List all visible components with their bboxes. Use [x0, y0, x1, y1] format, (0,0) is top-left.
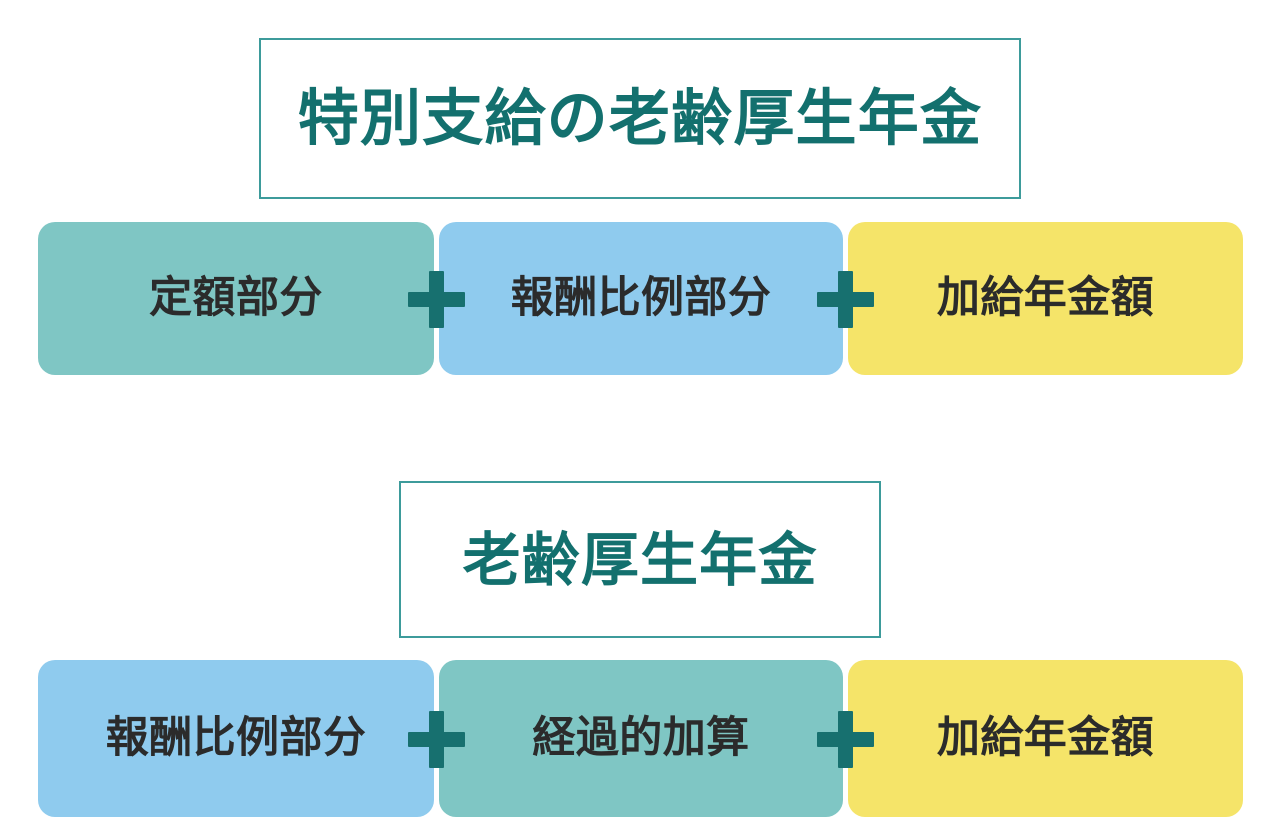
component-box-earnings-related-portion: 報酬比例部分	[439, 222, 843, 375]
plus-icon	[408, 660, 465, 817]
component-box-fixed-amount-portion: 定額部分	[38, 222, 434, 375]
component-row-2: 報酬比例部分 経過的加算 加給年金額	[38, 660, 1243, 817]
plus-icon-vertical-bar	[838, 710, 853, 768]
component-label: 加給年金額	[936, 713, 1155, 763]
plus-icon-vertical-bar	[838, 270, 853, 328]
section-title-text: 特別支給の老齢厚生年金	[297, 83, 983, 154]
component-box-earnings-related-portion: 報酬比例部分	[38, 660, 434, 817]
component-row-1: 定額部分 報酬比例部分 加給年金額	[38, 222, 1243, 375]
component-box-additional-pension-amount: 加給年金額	[848, 222, 1243, 375]
plus-icon-vertical-bar	[429, 270, 444, 328]
plus-icon	[817, 222, 874, 375]
plus-icon	[408, 222, 465, 375]
component-box-additional-pension-amount: 加給年金額	[848, 660, 1243, 817]
component-label: 加給年金額	[936, 273, 1155, 323]
component-box-transitional-addition: 経過的加算	[439, 660, 843, 817]
component-label: 報酬比例部分	[510, 273, 772, 323]
section-title-text: 老齢厚生年金	[462, 525, 818, 594]
plus-icon-vertical-bar	[429, 710, 444, 768]
plus-icon	[817, 660, 874, 817]
component-label: 定額部分	[149, 273, 323, 323]
section-title-box-old-age-employees-pension: 老齢厚生年金	[399, 481, 881, 638]
component-label: 報酬比例部分	[105, 713, 367, 763]
component-label: 経過的加算	[532, 713, 750, 763]
section-title-box-special-old-age-employees-pension: 特別支給の老齢厚生年金	[259, 38, 1021, 199]
